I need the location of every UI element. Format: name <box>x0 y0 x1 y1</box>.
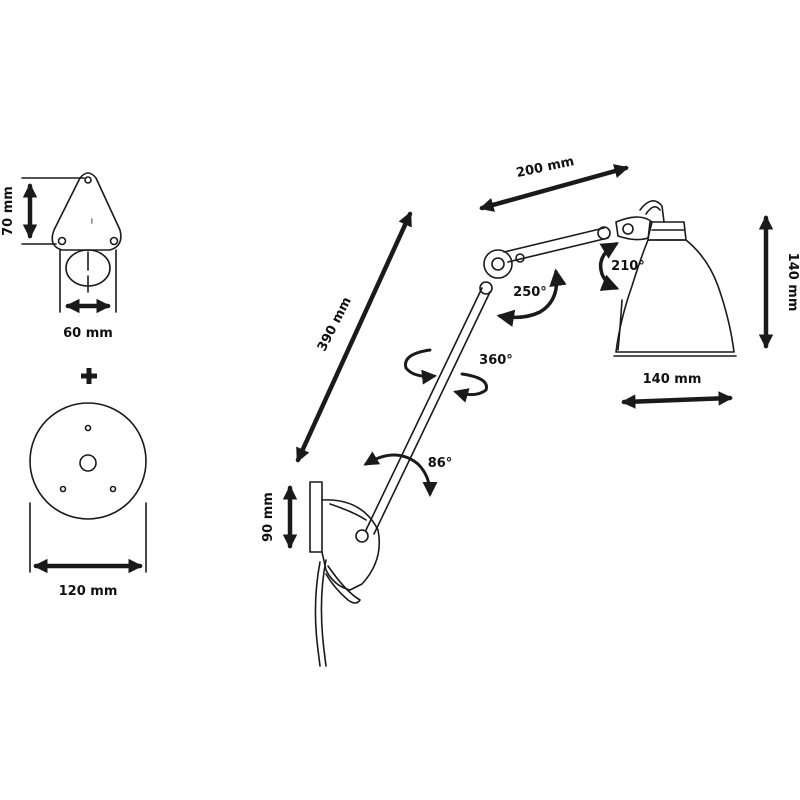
plus-sign <box>81 368 97 384</box>
plate-diameter-dimension: 120 mm <box>33 558 143 599</box>
bracket-height-dimension: 70 mm <box>1 183 38 239</box>
bracket-width-label: 60 mm <box>63 326 113 341</box>
shade-height-label: 140 mm <box>785 253 800 312</box>
upper-arm-label: 200 mm <box>515 154 576 181</box>
elbow-rotation-indicator: 250° <box>496 268 567 327</box>
swivel-rotation-label: 360° <box>479 353 513 368</box>
shade-diameter-label: 140 mm <box>643 372 702 387</box>
bracket-mark: — <box>88 218 95 224</box>
shade-rotation-indicator: 210° <box>598 242 645 291</box>
plate-diameter-label: 120 mm <box>59 584 118 599</box>
wall-mount-height-dimension: 90 mm <box>261 485 298 549</box>
shade-height-dimension: 140 mm <box>758 215 800 349</box>
wall-mount-height-label: 90 mm <box>261 492 276 542</box>
base-tilt-indicator: 86° <box>363 451 453 497</box>
base-tilt-label: 86° <box>428 456 453 471</box>
bracket-drawing: — <box>21 172 122 313</box>
lamp-drawing <box>309 200 737 667</box>
lower-arm-dimension: 390 mm <box>295 211 413 463</box>
shade-rotation-label: 210° <box>611 259 645 274</box>
swivel-rotation-indicator: 360° <box>404 348 513 403</box>
shade-diameter-dimension: 140 mm <box>621 372 733 409</box>
bracket-width-dimension: 60 mm <box>63 298 113 341</box>
bracket-height-label: 70 mm <box>1 186 16 236</box>
wall-plate-drawing <box>29 402 147 573</box>
upper-arm-dimension: 200 mm <box>479 154 629 212</box>
elbow-rotation-label: 250° <box>513 285 547 300</box>
